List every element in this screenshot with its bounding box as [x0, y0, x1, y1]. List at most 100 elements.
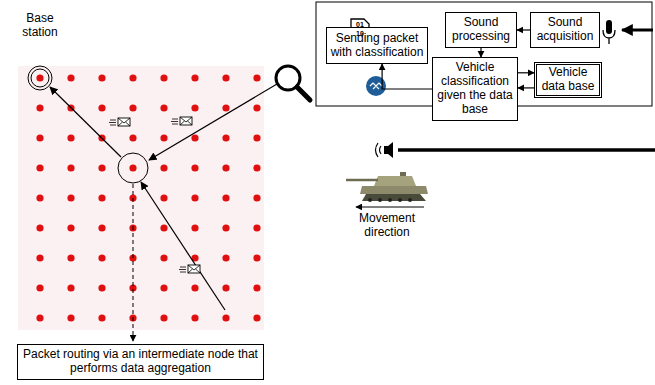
sound-line	[398, 148, 655, 152]
speaker-icon	[384, 142, 393, 158]
microphone-icon	[603, 30, 615, 44]
sensor-dot	[191, 134, 198, 141]
sensor-dot	[191, 194, 198, 201]
sensor-dot	[36, 194, 43, 201]
flow-arrow	[518, 72, 534, 73]
sensor-dot	[222, 74, 229, 81]
sensor-dot	[222, 254, 229, 261]
process-box: Vehicle classification given the data ba…	[432, 57, 518, 121]
sensor-dot	[36, 284, 43, 291]
sensor-dot	[253, 224, 260, 231]
sensor-dot	[98, 164, 105, 171]
sensor-dot	[67, 194, 74, 201]
ai-icon	[370, 83, 382, 89]
tank	[346, 172, 428, 202]
flow-arrow	[382, 64, 432, 89]
sensor-dot	[191, 104, 198, 111]
base-ring	[31, 69, 49, 87]
sensor-dot	[160, 164, 167, 171]
sensor-dot	[222, 164, 229, 171]
sensor-dot	[253, 104, 260, 111]
sensor-dot	[67, 134, 74, 141]
sensor-dot	[98, 194, 105, 201]
node-text: Packet routing via an intermediate node …	[21, 348, 260, 376]
sensor-dot	[160, 134, 167, 141]
node-text: Vehicle data base	[540, 66, 596, 94]
sensor-dot	[222, 134, 229, 141]
base-station: Base station	[14, 12, 66, 90]
icon-digits: 10	[351, 30, 369, 38]
sensor-dot	[67, 164, 74, 171]
intermediate-ring	[118, 153, 148, 183]
database-box: Vehicle data base	[534, 62, 602, 98]
dashed-leader	[133, 184, 134, 341]
process-box: Sending packet with classification	[326, 27, 428, 64]
movement-arrow	[356, 207, 424, 208]
packet-arrow	[141, 182, 225, 310]
sensor-dot	[253, 74, 260, 81]
sensor-dot	[222, 284, 229, 291]
sensor-dot	[36, 224, 43, 231]
sensor-dot	[36, 254, 43, 261]
envelope-icon	[171, 117, 192, 125]
sensor-dot	[129, 74, 136, 81]
sensor-dot	[160, 254, 167, 261]
sensor-dot	[191, 224, 198, 231]
sensor-dot	[67, 314, 74, 321]
note-box: Packet routing via an intermediate node …	[17, 344, 264, 380]
sensor-dot	[98, 224, 105, 231]
node-text: Base station	[14, 12, 66, 40]
sensor-dot	[36, 134, 43, 141]
flow-arrow	[480, 48, 481, 57]
node-text: Vehicle classification given the data ba…	[436, 61, 514, 116]
sensor-dot	[191, 74, 198, 81]
sensor-dot	[36, 314, 43, 321]
sensor-dot	[253, 194, 260, 201]
ai-icon	[366, 76, 386, 96]
caption-label: Movement direction	[350, 212, 424, 240]
sensor-dot	[67, 284, 74, 291]
base-ring	[28, 66, 52, 90]
sensor-dot	[222, 314, 229, 321]
envelope-icon	[179, 265, 200, 273]
sensor-dot	[222, 194, 229, 201]
sensor-dot	[67, 224, 74, 231]
sensor-dot	[129, 134, 136, 141]
sensor-dot	[98, 284, 105, 291]
sensor-dot	[160, 104, 167, 111]
node-text: Sound processing	[449, 16, 513, 44]
node-text: Sound acquisition	[534, 16, 596, 44]
sensor-dot	[191, 164, 198, 171]
sensor-dot	[36, 104, 43, 111]
microphone-icon	[606, 20, 612, 34]
sensor-dot	[191, 314, 198, 321]
sensor-dot	[160, 284, 167, 291]
sensor-dot	[222, 104, 229, 111]
sensor-dot	[98, 314, 105, 321]
sensor-dot	[222, 224, 229, 231]
speaker-icon	[376, 143, 382, 157]
envelope-icons	[109, 117, 200, 273]
network-field	[18, 66, 264, 330]
sensor-dot	[98, 104, 105, 111]
packet-arrow	[50, 87, 121, 157]
sensor-grid	[36, 74, 260, 321]
sensor-dot	[67, 254, 74, 261]
sound-input-arrow	[622, 29, 653, 32]
sensor-dot	[253, 134, 260, 141]
packet-arrow	[149, 84, 277, 160]
flow-arrow	[517, 29, 530, 30]
sensor-dot	[253, 254, 260, 261]
sensor-dot	[160, 314, 167, 321]
sensor-dot	[98, 74, 105, 81]
sensor-dot	[36, 164, 43, 171]
sensor-dot	[98, 254, 105, 261]
sensor-dot	[253, 314, 260, 321]
sensor-dot	[129, 164, 136, 171]
flow-arrow	[518, 87, 534, 88]
sensor-dot	[253, 164, 260, 171]
sensor-dot	[191, 284, 198, 291]
process-box: Sound acquisition	[530, 12, 600, 48]
node-text: Sending packet with classification	[330, 32, 424, 60]
sensor-dot	[160, 224, 167, 231]
